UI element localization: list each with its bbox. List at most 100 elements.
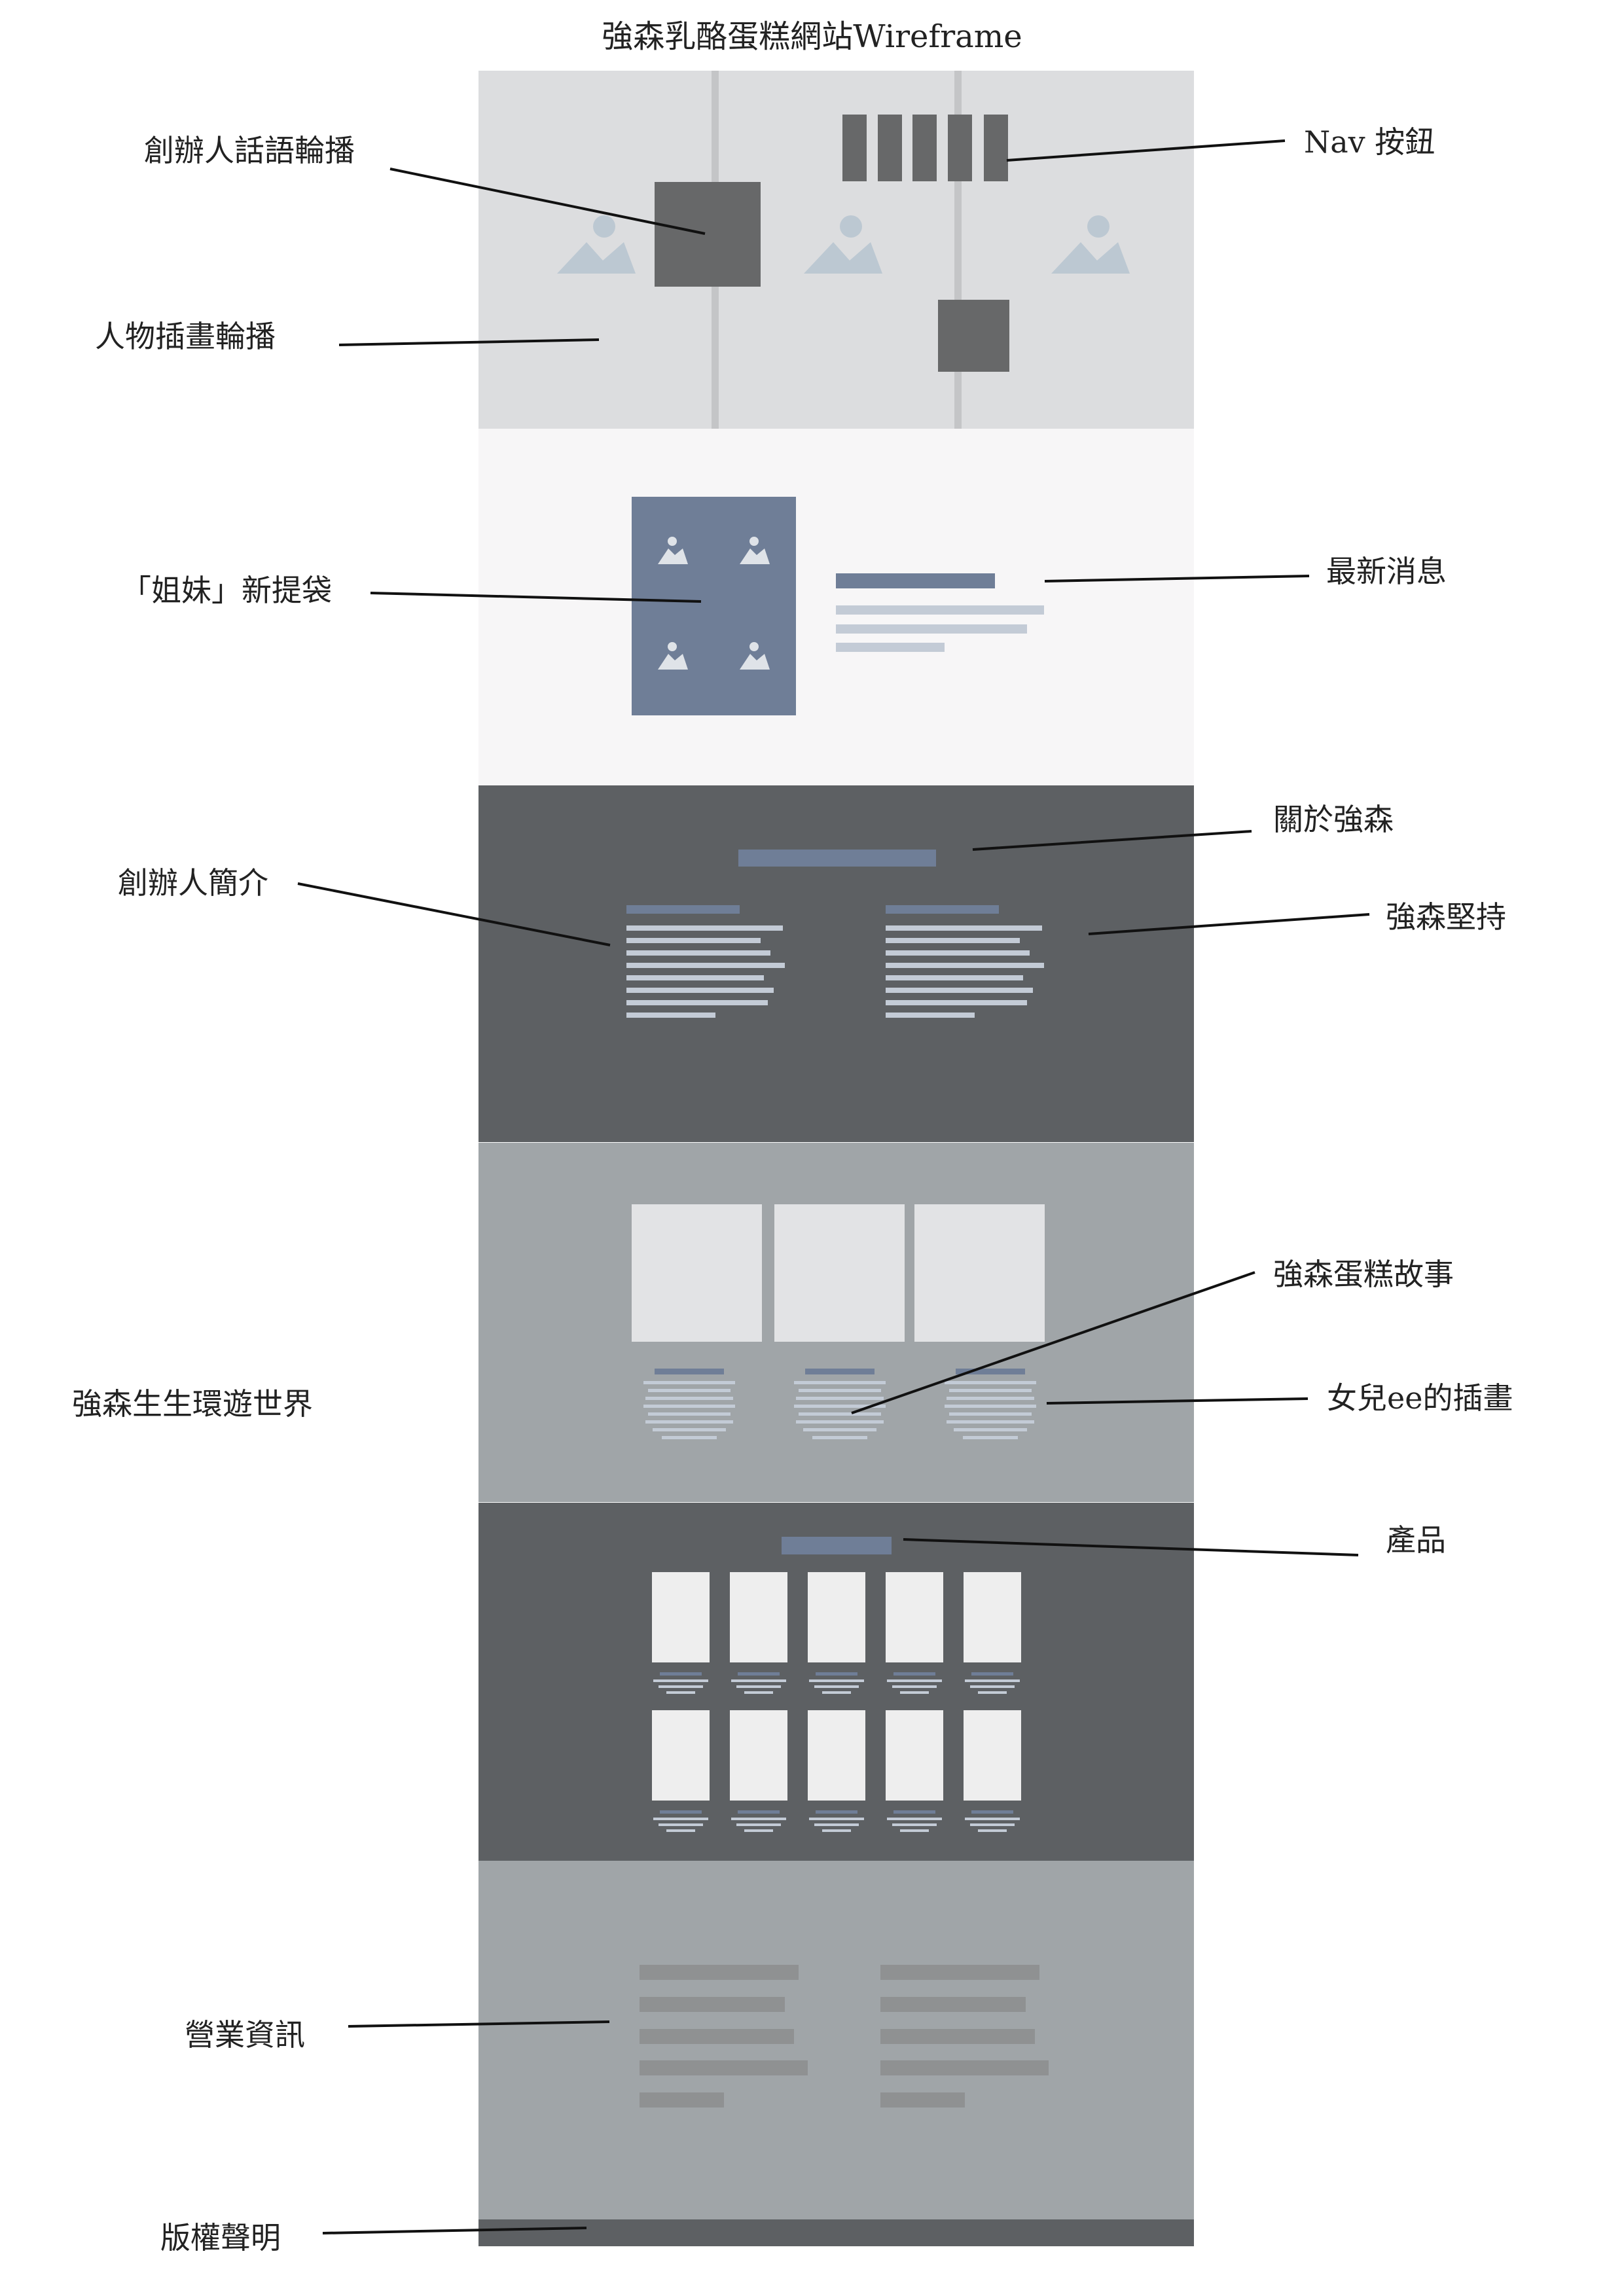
info-line — [640, 2029, 794, 2044]
label-copyright: 版權聲明 — [160, 2220, 281, 2255]
story-text-line — [662, 1436, 717, 1439]
product-text-line — [814, 1823, 859, 1826]
product-text-line — [736, 1823, 781, 1826]
product-card — [886, 1572, 943, 1662]
product-label-bar — [971, 1672, 1013, 1676]
product-label-bar — [738, 1672, 780, 1676]
label-daughter-illustration: 女兒ee的插畫 — [1327, 1380, 1513, 1416]
product-text-line — [822, 1691, 851, 1694]
product-text-line — [887, 1679, 942, 1682]
product-text-line — [744, 1829, 773, 1832]
story-text-line — [794, 1381, 886, 1384]
story-text-line — [645, 1397, 733, 1400]
story-text-line — [796, 1420, 884, 1424]
story-text-line — [945, 1381, 1036, 1384]
info-line — [880, 1997, 1026, 2012]
column-heading-bar — [886, 905, 999, 914]
text-line — [886, 975, 1023, 980]
text-line — [886, 938, 1020, 943]
story-text-line — [643, 1381, 735, 1384]
product-card — [652, 1710, 710, 1801]
text-line — [626, 975, 764, 980]
nav-button — [878, 115, 902, 181]
product-card — [964, 1710, 1021, 1801]
product-text-line — [744, 1691, 773, 1694]
label-cake-story: 強森蛋糕故事 — [1273, 1257, 1454, 1292]
story-text-line — [648, 1412, 731, 1416]
label-business-info: 營業資訊 — [185, 2017, 305, 2053]
about-section — [478, 785, 1194, 1142]
story-text-line — [803, 1428, 876, 1431]
product-text-line — [965, 1818, 1020, 1820]
persistence-text — [886, 905, 1049, 1036]
product-label-bar — [893, 1810, 935, 1814]
story-heading-bar — [805, 1369, 875, 1374]
image-placeholder-icon — [658, 537, 688, 564]
label-about: 關於強森 — [1273, 802, 1394, 837]
product-text-line — [653, 1818, 708, 1820]
world-tour-section — [478, 1143, 1194, 1502]
character-illustrations — [557, 215, 1130, 274]
story-text-line — [796, 1397, 884, 1400]
product-label-bar — [738, 1810, 780, 1814]
image-placeholder-icon — [1051, 215, 1130, 274]
product-text-line — [900, 1829, 929, 1832]
carousel-divider — [954, 71, 962, 429]
product-card — [652, 1572, 710, 1662]
image-placeholder-icon — [557, 215, 636, 274]
label-persistence: 強森堅持 — [1386, 899, 1506, 935]
news-text-line — [836, 624, 1027, 634]
product-text-line — [809, 1818, 864, 1820]
label-nav-buttons: Nav 按鈕 — [1304, 124, 1435, 160]
product-text-line — [809, 1679, 864, 1682]
text-line — [626, 950, 770, 956]
text-line — [886, 963, 1044, 968]
bag-image — [632, 497, 796, 715]
story-text-line — [648, 1389, 731, 1392]
text-line — [886, 1000, 1027, 1005]
story-text-line — [963, 1436, 1018, 1439]
story-text-line — [794, 1405, 886, 1408]
info-line — [880, 2029, 1035, 2044]
founder-quote-block — [938, 300, 1009, 372]
news-heading-bar — [836, 573, 995, 588]
label-products: 產品 — [1386, 1522, 1446, 1558]
nav-button — [912, 115, 937, 181]
product-text-line — [659, 1685, 703, 1688]
label-latest-news: 最新消息 — [1326, 554, 1447, 589]
product-label-bar — [816, 1810, 857, 1814]
product-card — [808, 1572, 865, 1662]
business-info-section — [478, 1861, 1194, 2219]
image-placeholder-icon — [658, 642, 688, 670]
product-text-line — [731, 1679, 786, 1682]
text-line — [626, 1013, 715, 1018]
hero-section — [478, 71, 1194, 429]
product-text-line — [736, 1685, 781, 1688]
story-heading-bar — [655, 1369, 724, 1374]
text-line — [626, 1000, 768, 1005]
founder-intro-text — [626, 905, 790, 1036]
bag-image-icons — [658, 537, 770, 670]
product-text-line — [900, 1691, 929, 1694]
nav-button — [948, 115, 972, 181]
product-text-line — [822, 1829, 851, 1832]
story-heading-bar — [956, 1369, 1025, 1374]
story-text-line — [645, 1420, 733, 1424]
news-text-line — [836, 605, 1044, 615]
product-grid — [478, 1503, 1194, 1861]
about-heading-bar — [738, 850, 936, 867]
story-text-line — [949, 1412, 1032, 1416]
text-line — [886, 988, 1033, 993]
text-line — [886, 925, 1042, 931]
product-text-line — [731, 1818, 786, 1820]
story-text-line — [643, 1405, 735, 1408]
product-text-line — [653, 1679, 708, 1682]
story-text-line — [812, 1436, 867, 1439]
story-image — [632, 1204, 762, 1342]
story-text-line — [945, 1405, 1036, 1408]
column-heading-bar — [626, 905, 740, 914]
text-line — [886, 1013, 975, 1018]
product-text-line — [970, 1823, 1015, 1826]
info-line — [640, 1965, 799, 1980]
